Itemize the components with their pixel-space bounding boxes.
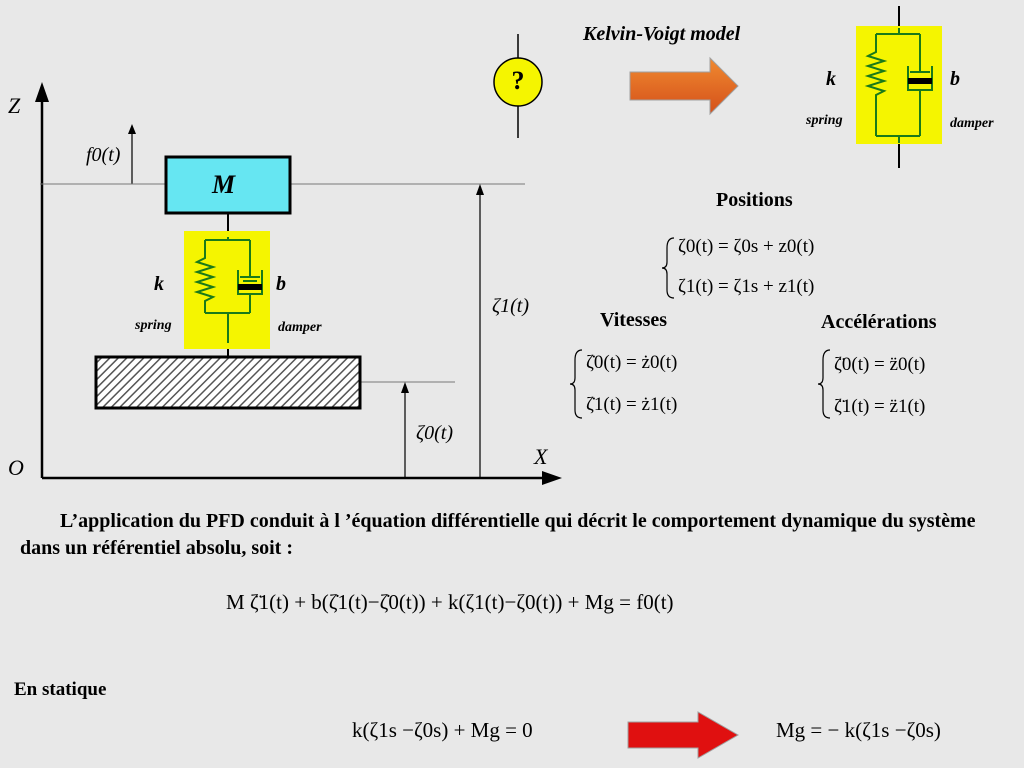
ground-base [94, 355, 362, 410]
k-label: k [154, 273, 164, 295]
force-label: f0(t) [86, 144, 121, 166]
statique-equation-left: k(ζ1s −ζ0s) + Mg = 0 [352, 718, 533, 742]
x-axis-label: X [534, 444, 548, 469]
positions-brace [661, 237, 675, 299]
statique-equation-right: Mg = − k(ζ1s −ζ0s) [776, 718, 941, 742]
question-circle [493, 57, 543, 107]
main-equation: M ζ̈1(t) + b(ζ̇1(t)−ζ̇0(t)) + k(ζ1(t)−ζ0… [226, 590, 674, 614]
zeta1-label: ζ1(t) [492, 295, 529, 317]
positions-equation-2: ζ1(t) = ζ1s + z1(t) [678, 276, 815, 297]
positions-heading: Positions [716, 189, 793, 211]
b-label: b [276, 273, 286, 295]
accelerations-heading: Accélérations [821, 311, 937, 333]
x-axis [42, 471, 562, 485]
origin-label: O [8, 455, 24, 480]
kv-spring-label: spring [806, 113, 843, 128]
orange-arrow [629, 56, 739, 116]
zeta1-arrow [476, 184, 484, 478]
vitesses-heading: Vitesses [600, 309, 668, 331]
z-axis-label: Z [8, 93, 21, 118]
vitesses-equation-2: ζ̇1(t) = ż1(t) [586, 394, 678, 415]
accelerations-brace [817, 349, 831, 419]
zeta0-arrow [401, 382, 409, 478]
zeta0-label: ζ0(t) [416, 422, 453, 444]
red-arrow [627, 711, 740, 759]
kv-k-label: k [826, 68, 836, 90]
vitesses-brace [569, 349, 583, 419]
accelerations-equation-2: ζ̈1(t) = z̈1(t) [834, 396, 926, 417]
damper-label: damper [278, 320, 322, 335]
kelvin-voigt-title: Kelvin-Voigt model [583, 23, 741, 45]
mass-label: M [212, 170, 236, 199]
question-mark: ? [511, 66, 525, 95]
statique-heading: En statique [14, 679, 107, 700]
pfd-paragraph: L’application du PFD conduit à l ’équati… [20, 510, 976, 559]
kv-damper-label: damper [950, 116, 994, 131]
accelerations-equation-1: ζ̈0(t) = z̈0(t) [834, 354, 926, 375]
force-arrow [128, 124, 136, 184]
kelvin-voigt-element [856, 6, 942, 168]
z-axis [35, 82, 49, 478]
kv-b-label: b [950, 68, 960, 90]
positions-equation-1: ζ0(t) = ζ0s + z0(t) [678, 236, 815, 257]
spring-label: spring [135, 318, 172, 333]
spring-damper-element [184, 213, 270, 357]
vitesses-equation-1: ζ̇0(t) = ż0(t) [586, 352, 678, 373]
